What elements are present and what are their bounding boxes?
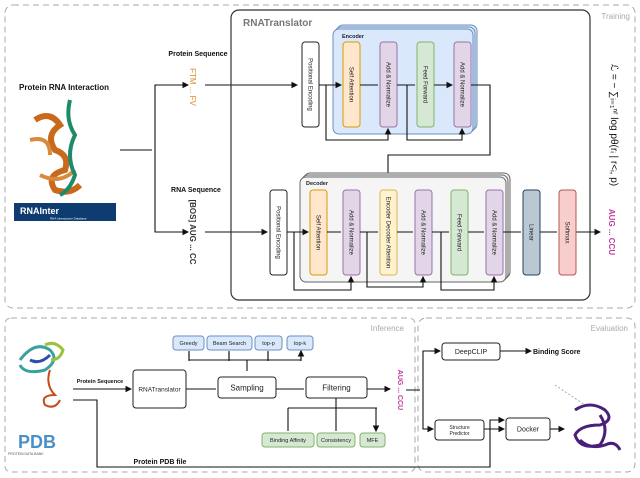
- svg-text:Positional Encoding: Positional Encoding: [275, 206, 281, 259]
- encoder-self-attention-label: Self Attention: [348, 67, 354, 102]
- decoder-self-attention: Self Attention: [309, 189, 328, 276]
- rna-sequence-label: RNA Sequence: [171, 187, 221, 194]
- docker-box-label: Docker: [517, 426, 540, 433]
- filter-2[interactable]: MFE: [359, 432, 386, 448]
- inference-protein-seq-label: Protein Sequence: [77, 379, 123, 385]
- encoder-feed-forward: Feed Forward: [416, 41, 435, 128]
- decoder-block: [299, 176, 507, 283]
- filter-1-label: Consistency: [321, 438, 351, 444]
- encoder-add-normalize: Add & Normalize: [453, 41, 472, 128]
- protein-sequence: FTM ... FV: [188, 68, 197, 106]
- structure-predictor-box-label: Structure: [449, 425, 470, 431]
- inference-rnatranslator-label: RNATranslator: [138, 386, 181, 393]
- filtering-step: Filtering: [305, 376, 368, 399]
- training-label: Training: [601, 12, 630, 21]
- output-sequence: AUG ... CCU: [607, 209, 616, 255]
- decoder-add-normalize: Add & Normalize: [414, 189, 433, 276]
- decoder-add-normalize: Add & Normalize: [485, 189, 504, 276]
- decoder-add-normalize-label: Add & Normalize: [491, 210, 497, 256]
- encoder-feed-forward-label: Feed Forward: [422, 66, 428, 103]
- linear-layer-label: Linear: [528, 224, 534, 241]
- inference-rnatranslator: RNATranslator: [132, 369, 187, 409]
- softmax-layer-label: Softmax: [564, 221, 570, 243]
- sampling-method-2[interactable]: top-p: [254, 335, 283, 351]
- filter-1[interactable]: Consistency: [316, 432, 356, 448]
- sampling-method-1-label: Beam Search: [213, 341, 246, 347]
- decoder-encoder-decoder-attention-label: Encoder Decoder Attention: [385, 197, 391, 269]
- softmax-layer: Softmax: [558, 189, 577, 276]
- decoder-add-normalize: Add & Normalize: [342, 189, 361, 276]
- evaluation-section: [417, 317, 636, 473]
- rna-sequence: [BOS] AUG ... CC: [188, 199, 197, 264]
- deepclip-box-label: DeepCLIP: [455, 349, 488, 356]
- decoder-add-normalize-label: Add & Normalize: [420, 210, 426, 256]
- decoder-self-attention-label: Self Attention: [315, 215, 321, 250]
- decoder-title: Decoder: [306, 181, 329, 187]
- linear-layer: Linear: [522, 189, 541, 276]
- training-section: [4, 4, 636, 309]
- deepclip-box: DeepCLIP: [441, 342, 501, 361]
- structure-predictor-box-label: Predictor: [449, 431, 469, 437]
- rnainter-logo: RNAInter RNA Interactome Database: [14, 203, 116, 221]
- loss-formula: ℒ = − ∑ᵢ₌₁ⁿʳ log pθ(rᵢ | r<ᵢ, p): [608, 64, 619, 186]
- svg-text:PDB: PDB: [18, 432, 56, 452]
- svg-text:Positional Encoding: Positional Encoding: [307, 58, 313, 111]
- decoder-feed-forward-label: Feed Forward: [456, 214, 462, 251]
- binding-score-label: Binding Score: [533, 349, 581, 356]
- filtering-step-label: Filtering: [322, 383, 350, 392]
- filter-0-label: Binding Affinity: [270, 438, 306, 444]
- encoder-add-normalize-label: Add & Normalize: [385, 62, 391, 108]
- decoder-feed-forward: Feed Forward: [450, 189, 469, 276]
- sampling-step: Sampling: [217, 376, 277, 399]
- inference-label: Inference: [371, 324, 405, 333]
- svg-text:RNAInter: RNAInter: [20, 206, 59, 216]
- sampling-method-3[interactable]: top-k: [286, 335, 314, 351]
- evaluation-label: Evaluation: [591, 324, 628, 333]
- svg-text:RNA Interactome Database: RNA Interactome Database: [50, 217, 87, 221]
- sampling-method-0-label: Greedy: [179, 341, 197, 347]
- pdb-logo: PDB PROTEIN DATA BANK: [8, 432, 56, 456]
- filter-2-label: MFE: [367, 438, 379, 444]
- protein-structure-image: [18, 341, 65, 408]
- model-title: RNATranslator: [243, 18, 312, 29]
- source-title: Protein RNA Interaction: [19, 83, 109, 92]
- encoder-add-normalize-label: Add & Normalize: [459, 62, 465, 108]
- filter-0[interactable]: Binding Affinity: [261, 432, 315, 448]
- encoder-title: Encoder: [342, 34, 365, 40]
- encoder-block: [332, 28, 474, 135]
- decoder-add-normalize-label: Add & Normalize: [348, 210, 354, 256]
- sampling-method-3-label: top-k: [294, 341, 306, 347]
- generated-rna-sequence: AUG ... CCU: [396, 370, 403, 410]
- sampling-step-label: Sampling: [230, 383, 263, 392]
- protein-rna-structure-image: [29, 99, 83, 197]
- pdb-file-label: Protein PDB file: [134, 459, 187, 466]
- docker-box: Docker: [505, 417, 551, 441]
- rnatranslator-model: [230, 9, 591, 301]
- encoder-self-attention: Self Attention: [342, 41, 361, 128]
- svg-text:PROTEIN DATA BANK: PROTEIN DATA BANK: [8, 452, 44, 456]
- encoder-add-normalize: Add & Normalize: [379, 41, 398, 128]
- decoder-encoder-decoder-attention: Encoder Decoder Attention: [379, 189, 398, 276]
- protein-sequence-label: Protein Sequence: [168, 51, 227, 58]
- sampling-method-0[interactable]: Greedy: [172, 335, 205, 351]
- sampling-method-1[interactable]: Beam Search: [206, 335, 253, 351]
- docked-complex-image: [573, 403, 622, 451]
- sampling-method-2-label: top-p: [262, 341, 275, 347]
